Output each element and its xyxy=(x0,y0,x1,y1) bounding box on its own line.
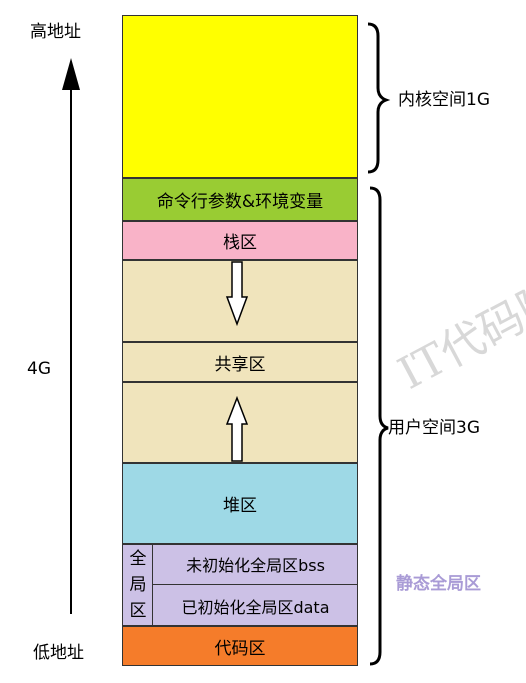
static-global-label: 静态全局区 xyxy=(396,574,481,594)
heap-growth-up-arrow xyxy=(225,395,249,462)
heap-segment: 堆区 xyxy=(122,463,358,544)
address-axis-arrowhead xyxy=(62,58,80,90)
data-segment: 已初始化全局区data xyxy=(152,585,358,626)
bss-label: 未初始化全局区bss xyxy=(186,556,325,575)
heap-label: 堆区 xyxy=(223,496,257,516)
shared-segment: 共享区 xyxy=(122,342,358,382)
cmdline-env-segment: 命令行参数&环境变量 xyxy=(122,178,358,221)
stack-segment: 栈区 xyxy=(122,221,358,260)
shared-label: 共享区 xyxy=(214,354,266,375)
stack-growth-down-arrow xyxy=(225,261,249,327)
data-label: 已初始化全局区data xyxy=(181,597,330,617)
global-area-vertical-label: 全 局 区 xyxy=(124,546,152,624)
kernel-space-brace xyxy=(367,22,391,174)
global-char-2: 局 xyxy=(129,575,147,595)
code-label: 代码区 xyxy=(214,638,266,659)
bss-segment: 未初始化全局区bss xyxy=(152,544,358,585)
kernel-space-label: 内核空间1G xyxy=(398,90,490,110)
stack-label: 栈区 xyxy=(223,233,257,253)
user-space-brace xyxy=(369,186,389,666)
global-char-3: 区 xyxy=(129,601,147,621)
memory-size-label: 4G xyxy=(27,359,51,379)
low-address-label: 低地址 xyxy=(33,643,84,663)
kernel-space-segment xyxy=(122,15,358,178)
user-space-label: 用户空间3G xyxy=(388,418,480,438)
code-segment: 代码区 xyxy=(122,626,358,666)
cmdline-env-label: 命令行参数&环境变量 xyxy=(156,192,324,212)
global-char-1: 全 xyxy=(129,549,147,569)
global-area-group xyxy=(122,544,358,626)
high-address-label: 高地址 xyxy=(30,22,81,42)
